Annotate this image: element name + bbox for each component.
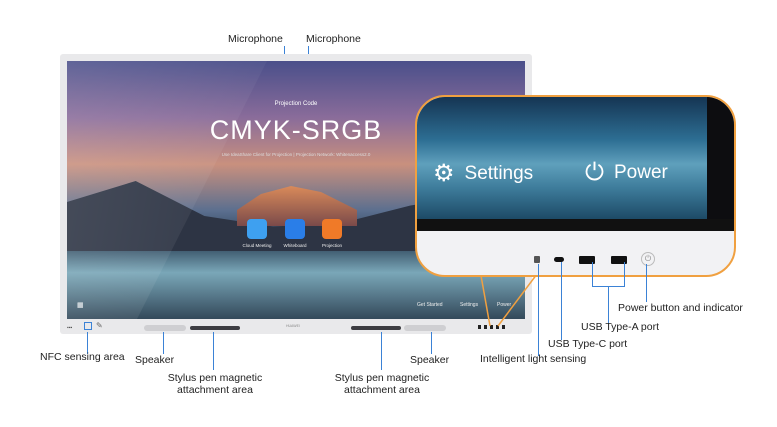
label-microphone-right: Microphone: [306, 33, 361, 45]
projection-code-label: Projection Code: [274, 101, 318, 107]
usb-a-port-2: [611, 256, 627, 264]
port-strip: [478, 325, 508, 329]
stylus-area-left: [190, 326, 240, 330]
settings-gear-icon[interactable]: ⚙: [433, 160, 455, 187]
projection-code: CMYK-SRGB: [209, 115, 383, 145]
brand-logo: HUAWEI: [286, 324, 300, 328]
stylus-area-right: [351, 326, 401, 330]
projection-subtitle: Use IdeaShare Client for Projection | Pr…: [221, 152, 371, 157]
power-icon[interactable]: ⏻: [585, 159, 604, 186]
label-stylus-right: Stylus pen magnetic attachment area: [334, 372, 430, 396]
label-speaker-left: Speaker: [135, 354, 175, 366]
callout-power-label[interactable]: Power: [613, 162, 668, 183]
callout-settings-label[interactable]: Settings: [464, 162, 534, 184]
callout-zoom: ⚙ Settings ⏻ Power ⏻: [415, 95, 736, 277]
label-microphone-left: Microphone: [228, 33, 283, 45]
label-nfc: NFC sensing area: [40, 351, 125, 363]
label-usb-a: USB Type-A port: [581, 321, 660, 333]
usb-a-port-1: [579, 256, 595, 264]
taskbar-power[interactable]: Power: [497, 302, 512, 308]
taskbar-settings[interactable]: Settings: [460, 302, 479, 308]
whiteboard-label: Whiteboard: [283, 243, 307, 248]
light-sensor: [534, 256, 540, 263]
projection-app-icon[interactable]: [322, 219, 342, 239]
speaker-left: [144, 325, 186, 331]
usb-c-port: [554, 257, 564, 262]
cloud-meeting-app-icon[interactable]: [247, 219, 267, 239]
taskbar-get-started[interactable]: Get Started: [417, 302, 443, 308]
label-power-button: Power button and indicator: [618, 302, 743, 314]
label-usb-c: USB Type-C port: [548, 338, 628, 350]
pen-icon: ✎: [96, 321, 103, 330]
power-button[interactable]: ⏻: [641, 252, 655, 266]
label-stylus-left: Stylus pen magnetic attachment area: [167, 372, 263, 396]
label-speaker-right: Speaker: [410, 354, 450, 366]
projection-label: Projection: [321, 243, 342, 248]
nfc-icon: [84, 322, 92, 330]
apps-grid-icon[interactable]: ▦: [77, 302, 84, 309]
label-light-sensing: Intelligent light sensing: [480, 353, 587, 365]
dots-icon: ▪▪▪: [67, 325, 73, 331]
speaker-right: [404, 325, 446, 331]
cloud-meeting-label: Cloud Meeting: [242, 243, 272, 248]
whiteboard-app-icon[interactable]: [285, 219, 305, 239]
